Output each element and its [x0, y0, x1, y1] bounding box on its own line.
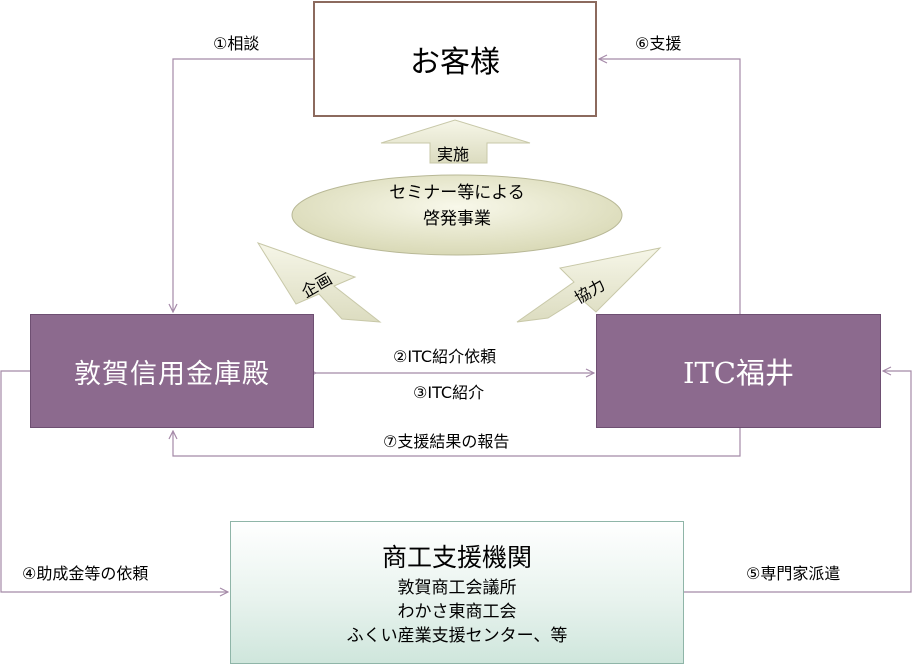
- itc-request-label: ②ITC紹介依頼: [393, 347, 497, 366]
- seminar-text: セミナー等による 啓発事業: [292, 180, 622, 232]
- seminar-ellipse: [291, 174, 623, 256]
- itc-intro-label: ③ITC紹介: [413, 383, 485, 402]
- implement-block-arrow: [380, 119, 531, 164]
- customer-box: お客様: [313, 1, 597, 117]
- bank-box: 敦賀信用金庫殿: [30, 314, 314, 428]
- bank-label: 敦賀信用金庫殿: [74, 358, 270, 390]
- cooperate-block-arrow: [516, 247, 662, 323]
- expert-label: ⑤専門家派遣: [746, 564, 841, 583]
- itc-label: ITC福井: [683, 356, 794, 390]
- support-connector: [599, 59, 741, 314]
- implement-label: 実施: [437, 145, 470, 164]
- consult-connector: [173, 58, 313, 312]
- seminar-line: 啓発事業: [423, 209, 491, 229]
- support-org-line: ふくい産業支援センター、等: [346, 625, 568, 646]
- support-org-line: 敦賀商工会議所: [397, 577, 517, 598]
- grant-request-label: ④助成金等の依頼: [22, 564, 149, 583]
- expert-connector: [684, 371, 912, 593]
- report-connector: [173, 428, 741, 457]
- plan-block-arrow: [256, 242, 382, 323]
- report-label: ⑦支援結果の報告: [383, 432, 510, 451]
- itc-box: ITC福井: [596, 314, 881, 428]
- support-org-line: わかさ東商工会: [397, 601, 517, 622]
- seminar-line: セミナー等による: [389, 183, 525, 203]
- grant-connector: [0, 370, 228, 592]
- support-org-title: 商工支援機関: [381, 542, 532, 572]
- support-label: ⑥支援: [635, 34, 682, 53]
- support-org-box: 商工支援機関 敦賀商工会議所 わかさ東商工会 ふくい産業支援センター、等: [230, 521, 684, 664]
- consult-label: ①相談: [213, 34, 260, 53]
- customer-label: お客様: [410, 45, 500, 80]
